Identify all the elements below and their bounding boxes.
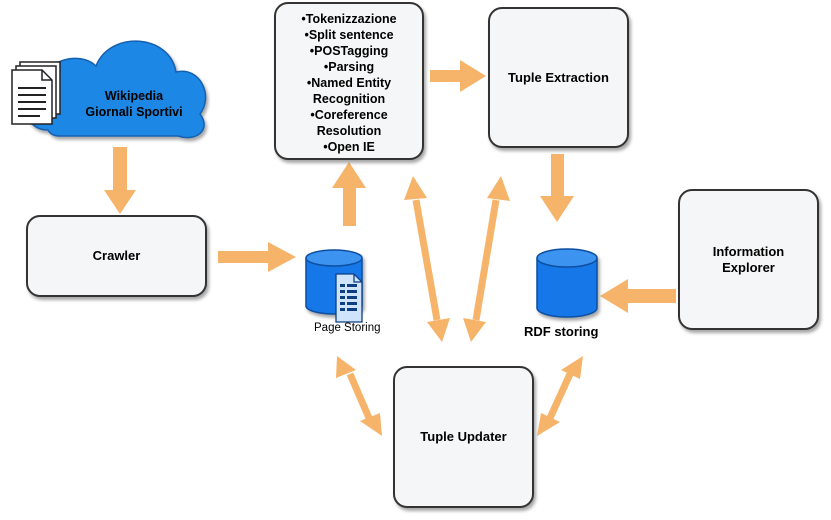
information-explorer-label: Information Explorer <box>712 243 785 275</box>
nlp-step: •Coreference <box>310 108 388 122</box>
tuple-extraction-box: Tuple Extraction <box>488 7 629 148</box>
arrow-tuple-extraction-to-rdf <box>540 154 574 222</box>
page-storing-label: Page Storing <box>314 322 381 334</box>
crawler-label: Crawler <box>92 248 141 263</box>
nlp-step: •Split sentence <box>304 28 394 42</box>
arrow-nlp-updater-bidirectional <box>404 176 450 342</box>
tuple-updater-label: Tuple Updater <box>420 429 507 444</box>
nlp-step: •Open IE <box>323 140 375 154</box>
nlp-step: Resolution <box>316 124 382 138</box>
arrow-explorer-to-rdf <box>600 279 676 313</box>
arrow-extraction-updater-bidirectional <box>463 176 510 342</box>
crawler-box: Crawler <box>26 215 207 297</box>
tuple-updater-box: Tuple Updater <box>393 366 534 508</box>
source-line-1: Wikipedia <box>104 89 164 103</box>
rdf-storing-database <box>536 248 598 318</box>
arrow-page-storing-to-nlp <box>332 162 366 226</box>
arrow-crawler-to-page-storing <box>218 242 296 272</box>
document-stack-icon <box>11 61 61 125</box>
information-explorer-box: Information Explorer <box>678 189 819 330</box>
nlp-step: •Parsing <box>323 60 375 74</box>
arrow-rdf-updater-bidirectional <box>537 356 583 436</box>
tuple-extraction-label: Tuple Extraction <box>508 69 609 85</box>
arrow-page-storing-updater-bidirectional <box>336 356 382 436</box>
source-line-2: Giornali Sportivi <box>85 105 183 119</box>
nlp-steps-box: •Tokenizzazione •Split sentence •POSTagg… <box>274 2 424 160</box>
nlp-step: •Tokenizzazione <box>301 12 397 26</box>
arrow-nlp-to-tuple-extraction <box>430 60 486 92</box>
rdf-storing-label: RDF storing <box>524 324 599 339</box>
source-cloud-label: Wikipedia Giornali Sportivi <box>64 88 204 120</box>
arrow-source-to-crawler <box>104 147 136 214</box>
nlp-step: •Named Entity <box>306 76 392 90</box>
nlp-step: Recognition <box>312 92 386 106</box>
nlp-step: •POSTagging <box>309 44 389 58</box>
page-storing-document-icon <box>335 273 363 323</box>
